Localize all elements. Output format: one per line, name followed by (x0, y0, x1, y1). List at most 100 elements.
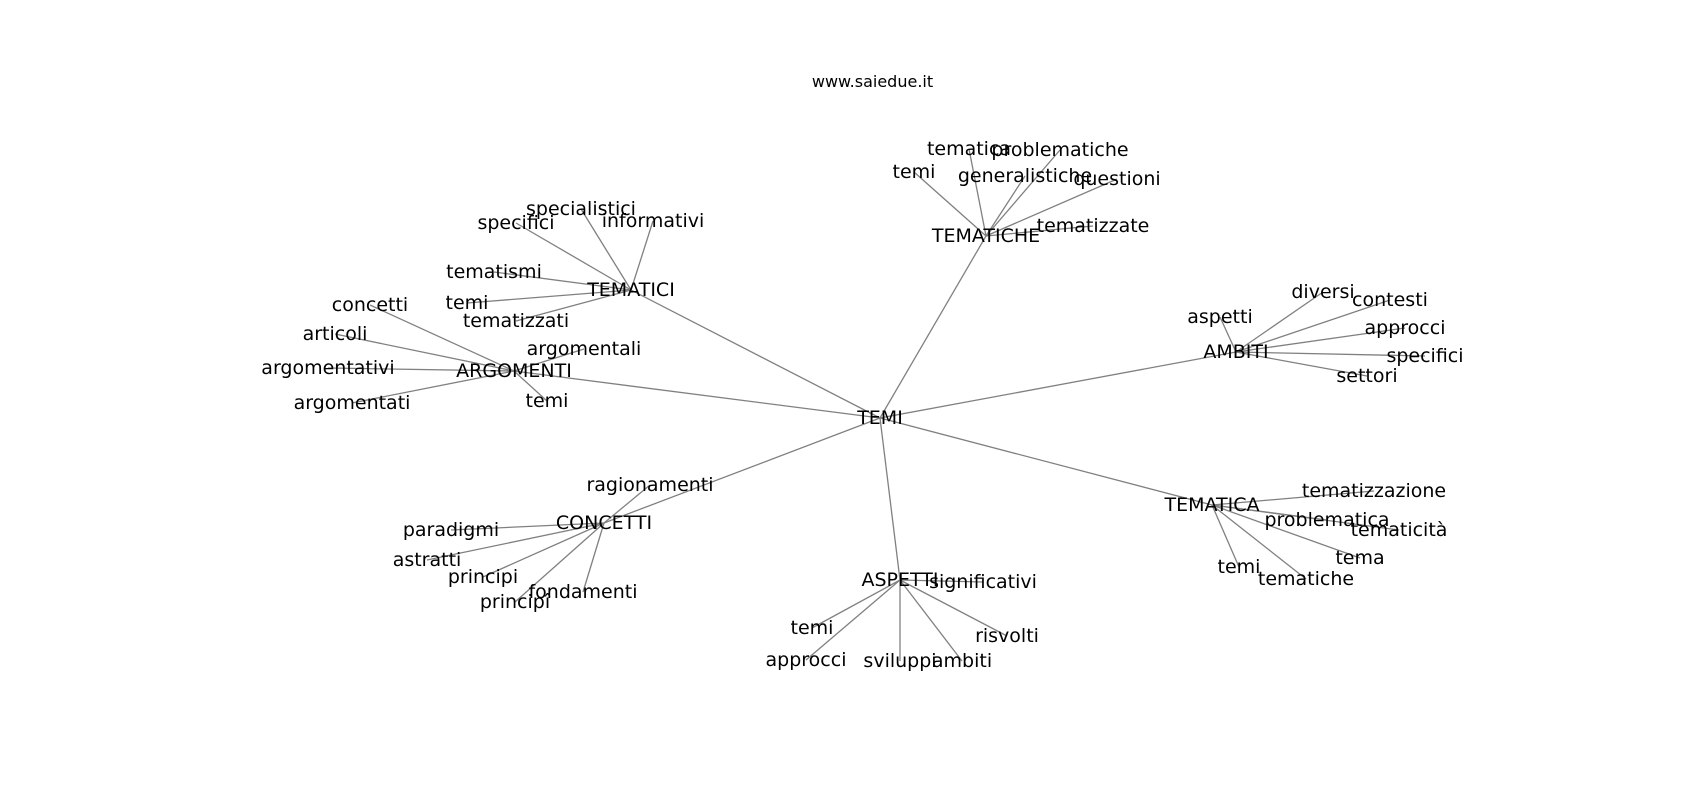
edge-tematiche-4 (985, 178, 1118, 237)
leaf-node-label: tematiche (1258, 568, 1354, 590)
edge-ambiti-5 (1235, 351, 1368, 377)
edge-tematiche-1 (985, 149, 1061, 237)
site-title: www.saiedue.it (811, 72, 934, 91)
edge-aspetti-3 (805, 579, 901, 661)
edge-ambiti-2 (1219, 316, 1237, 353)
edge-ambiti-0 (1235, 291, 1324, 353)
edge-aspetti-5 (899, 579, 963, 662)
edge-tematiche-2 (913, 171, 987, 237)
hub-node-label-concetti: CONCETTI (556, 512, 652, 534)
leaf-node-label: approcci (766, 649, 847, 671)
edge-aspetti-0 (899, 579, 984, 583)
hub-node-label-tematiche: TEMATICHE (931, 225, 1040, 247)
leaf-node-label: settori (1336, 365, 1397, 387)
leaf-node-label: diversi (1291, 281, 1354, 303)
leaf-node-label: specifici (1386, 345, 1463, 367)
edge-ambiti-1 (1235, 299, 1391, 353)
edge-ambiti-3 (1235, 327, 1406, 353)
hub-node-label-argomenti: ARGOMENTI (456, 360, 572, 382)
leaf-node-label: temi (893, 161, 936, 183)
hub-node-label-tematici: TEMATICI (586, 279, 675, 301)
leaf-node-label: argomentali (527, 338, 642, 360)
edge-tematiche-3 (985, 175, 1026, 237)
leaf-node-label: significativi (929, 571, 1037, 593)
edge-tematica-2 (1211, 504, 1400, 531)
leaf-node-label: tematismi (446, 261, 542, 283)
edge-argomenti-4 (513, 370, 548, 402)
edge-concetti-4 (582, 522, 605, 593)
edge-root-ambiti (879, 351, 1237, 419)
edge-tematica-3 (1211, 504, 1361, 559)
leaf-node-label: temi (446, 292, 489, 314)
edge-argomenti-5 (351, 370, 515, 404)
leaf-node-label: temi (526, 390, 569, 412)
edge-tematici-2 (630, 220, 654, 291)
leaf-node-label: argomentati (294, 392, 411, 414)
edge-root-tematica (879, 417, 1213, 506)
edge-ambiti-4 (1235, 351, 1426, 357)
leaf-node-label: problematiche (991, 139, 1128, 161)
leaf-node-label: tematizzate (1037, 215, 1150, 237)
edge-argomenti-3 (327, 367, 515, 372)
edge-tematici-4 (466, 289, 632, 304)
hub-node-label-tematica: TEMATICA (1164, 494, 1260, 516)
edge-tematiche-5 (985, 225, 1094, 237)
edge-argomenti-1 (334, 333, 515, 372)
edge-concetti-2 (426, 522, 605, 561)
leaf-node-label: tema (1335, 547, 1384, 569)
edge-root-aspetti (879, 417, 901, 581)
leaf-node-label: articoli (303, 323, 368, 345)
edge-tematici-3 (493, 271, 632, 291)
edge-aspetti-1 (811, 579, 901, 629)
leaf-node-label: temi (1218, 556, 1261, 578)
edge-root-tematici (630, 289, 881, 419)
edge-aspetti-2 (899, 579, 1008, 637)
edge-root-tematiche (879, 235, 987, 419)
edge-tematica-4 (1211, 504, 1240, 568)
edge-root-concetti (603, 417, 881, 524)
edge-tematici-1 (515, 222, 632, 291)
leaf-node-label: questioni (1073, 168, 1160, 190)
edge-concetti-5 (514, 522, 605, 603)
leaf-node-label: approcci (1365, 317, 1446, 339)
leaf-node-label: fondamenti (528, 581, 637, 603)
edge-tematica-0 (1211, 490, 1375, 506)
edge-concetti-3 (482, 522, 605, 578)
leaf-node-label: generalistiche (958, 165, 1092, 187)
edge-tematiche-0 (968, 148, 987, 237)
root-node-label: TEMI (856, 407, 903, 429)
leaf-node-label: ambiti (932, 650, 992, 672)
leaf-node-label: tematizzati (463, 310, 569, 332)
leaf-node-label: sviluppi (863, 650, 936, 672)
leaf-node-label: principi (448, 566, 518, 588)
leaf-node-label: contesti (1352, 289, 1428, 311)
leaf-node-label: aspetti (1187, 306, 1252, 328)
leaf-node-label: specifici (477, 212, 554, 234)
leaf-node-label: temi (791, 617, 834, 639)
leaf-node-label: astratti (393, 549, 462, 571)
edge-argomenti-2 (513, 348, 585, 372)
leaf-node-label: tematicità (1351, 519, 1448, 541)
edges-layer (327, 148, 1426, 662)
hub-node-label-ambiti: AMBITI (1203, 341, 1268, 363)
hub-node-label-aspetti: ASPETTI (861, 569, 938, 591)
leaf-node-label: specialistici (526, 198, 636, 220)
edge-concetti-1 (450, 522, 605, 531)
edge-tematici-5 (515, 289, 632, 322)
edge-argomenti-0 (369, 304, 515, 372)
edge-concetti-0 (603, 484, 651, 524)
leaf-node-label: paradigmi (403, 519, 499, 541)
leaf-node-label: principî (480, 591, 551, 613)
leaf-node-label: risvolti (975, 625, 1039, 647)
leaf-node-label: ragionamenti (586, 474, 713, 496)
leaf-node-label: problematica (1264, 509, 1389, 531)
leaf-node-label: tematizzazione (1302, 480, 1446, 502)
edge-tematici-0 (580, 208, 632, 291)
leaf-node-label: tematica (927, 138, 1011, 160)
leaf-node-label: informativi (602, 210, 705, 232)
leaf-node-label: argomentativi (261, 357, 394, 379)
edge-tematica-5 (1211, 504, 1307, 580)
